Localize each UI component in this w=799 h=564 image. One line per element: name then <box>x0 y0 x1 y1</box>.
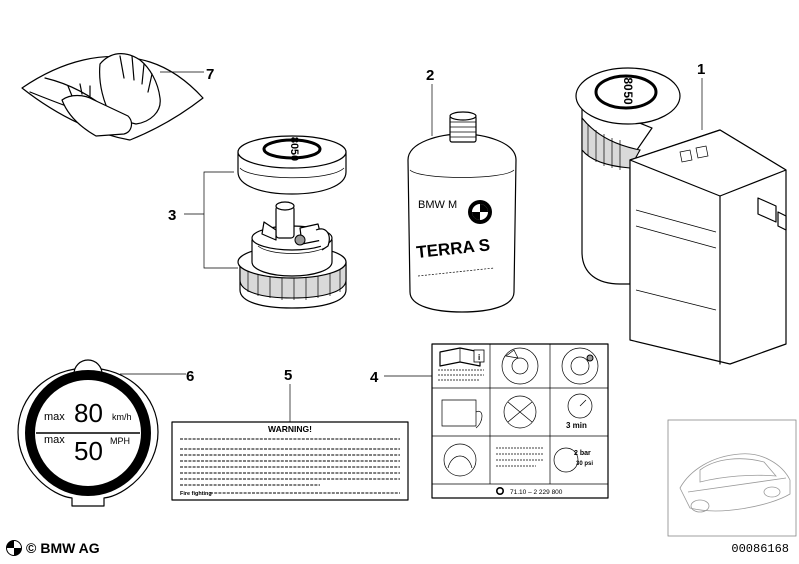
sheet-step-time: 3 min <box>566 421 587 430</box>
sheet-pressure: 2 bar <box>574 450 591 457</box>
cap-label-bottom: 50 <box>288 149 300 161</box>
callout-2: 2 <box>426 67 434 84</box>
callout-1: 1 <box>697 61 705 78</box>
bottle-brand: BMW M <box>418 199 457 211</box>
warning-footer: Fire fighting <box>180 491 212 497</box>
callout-4: 4 <box>370 369 379 386</box>
sticker-max-bottom: max <box>44 434 65 446</box>
warning-label: WARNING! Fire fighting <box>171 421 409 501</box>
sticker-unit-top: km/h <box>112 412 132 422</box>
compressor-label-top: 80 <box>621 77 635 91</box>
cap-and-valve-unit: 80 50 <box>237 135 347 309</box>
compressor-unit: 80 50 <box>575 67 787 365</box>
sheet-bmw-roundel-icon <box>496 487 504 495</box>
speed-sticker: max 80 km/h max 50 MPH <box>17 359 159 507</box>
brand-footer: © BMW AG <box>6 540 100 556</box>
sheet-part-number: 71.10 – 2 229 800 <box>510 489 563 496</box>
warning-title: WARNING! <box>268 424 312 434</box>
sealant-bottle: BMW M TERRA S <box>407 111 517 313</box>
svg-text:i: i <box>478 353 480 362</box>
vehicle-thumbnail <box>667 419 797 537</box>
compressor-label-bottom: 50 <box>621 91 635 105</box>
sticker-value-top: 80 <box>74 398 103 428</box>
sheet-pressure-psi: 30 psi <box>576 461 593 467</box>
callout-6: 6 <box>186 368 194 385</box>
callout-7: 7 <box>206 66 214 83</box>
sticker-unit-bottom: MPH <box>110 436 130 446</box>
brand-name: BMW AG <box>40 540 100 556</box>
gloves-and-cloth <box>21 53 204 141</box>
sticker-value-bottom: 50 <box>74 436 103 466</box>
sticker-max-top: max <box>44 411 65 423</box>
instruction-sheet: i 3 min 2 bar 30 psi 71.10 – 2 <box>431 343 609 499</box>
callout-5: 5 <box>284 367 292 384</box>
bmw-logo-icon <box>6 540 22 556</box>
bracket-3 <box>203 171 238 269</box>
callout-3: 3 <box>168 207 176 224</box>
cap-label-top: 80 <box>288 137 300 149</box>
bmw-roundel-icon <box>468 200 492 224</box>
document-number: 00086168 <box>731 542 789 556</box>
